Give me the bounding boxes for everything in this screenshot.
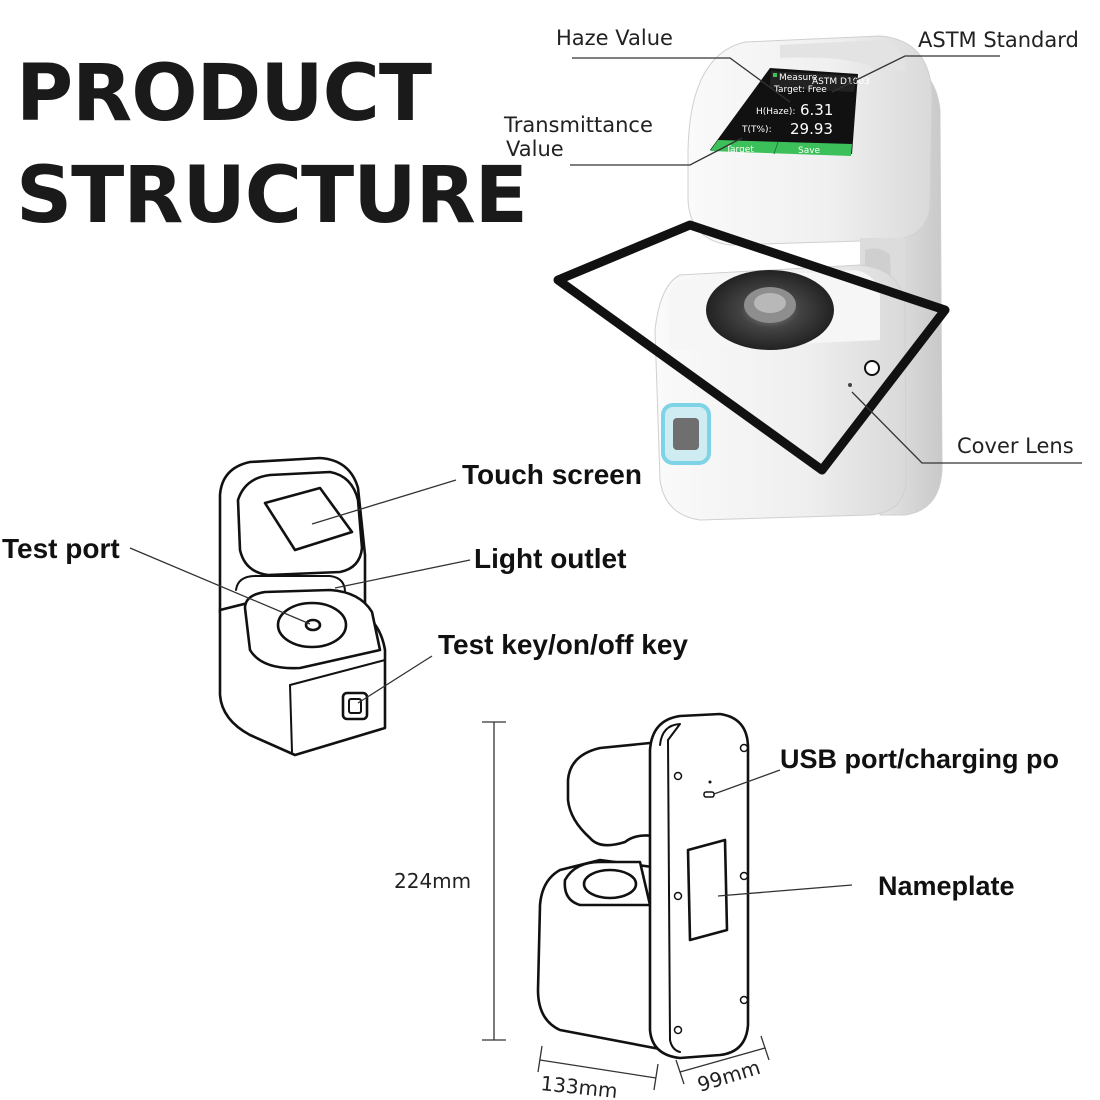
front-view-screen — [263, 486, 354, 552]
label-touch-screen: Touch screen — [462, 459, 642, 490]
screen-button-divider — [773, 141, 779, 155]
front-view-front-edge — [289, 684, 293, 753]
device-top-ridge — [780, 40, 906, 72]
back-view-lens — [582, 868, 638, 900]
label-haze-value: Haze Value — [556, 26, 673, 50]
depth-dimension-left — [675, 1059, 685, 1085]
front-view-drawing — [129, 456, 471, 757]
transmittance-leader — [570, 137, 743, 166]
test-port-leader — [129, 547, 311, 625]
back-view-screw-2 — [673, 771, 683, 781]
cover-lens-hole — [864, 360, 880, 376]
screen-header-right: ASTM D1003 — [812, 77, 870, 87]
cover-lens-frame — [553, 220, 950, 475]
screen-haze-label: H(Haze): — [756, 107, 795, 117]
front-view-top-edge — [289, 659, 386, 686]
dimension-height: 224mm — [394, 869, 471, 893]
label-nameplate: Nameplate — [878, 871, 1015, 901]
depth-dimension-line — [679, 1047, 766, 1073]
light-outlet-leader — [334, 559, 471, 589]
back-view-usb-led — [708, 780, 712, 784]
usb-port-leader — [713, 769, 781, 795]
label-test-port: Test port — [2, 533, 120, 564]
title-line-2: STRUCTURE — [16, 151, 527, 241]
label-light-outlet: Light outlet — [474, 543, 626, 574]
back-view-screw-5 — [739, 995, 749, 1005]
front-view-key — [341, 691, 369, 721]
back-view-plate-edge — [659, 723, 681, 1053]
label-usb-port: USB port/charging po — [780, 744, 1059, 774]
screen-button-target[interactable]: Target — [725, 145, 754, 155]
width-dimension-right — [653, 1063, 659, 1091]
touch-screen-leader — [311, 479, 457, 525]
screen-trans-label: T(T%): — [741, 125, 772, 135]
test-key-leader — [357, 655, 433, 704]
haze-value-leader — [572, 57, 791, 103]
label-transmittance-line2: Value — [506, 137, 564, 161]
astm-standard-leader — [831, 55, 1000, 93]
width-dimension-line — [539, 1059, 657, 1079]
back-view-drawing — [482, 712, 853, 1091]
title-line-1: PRODUCT — [16, 49, 432, 139]
screen-status-dot — [773, 73, 777, 77]
width-dimension-left — [537, 1045, 543, 1073]
back-view-screw-3 — [739, 871, 749, 881]
depth-dimension-right — [760, 1035, 770, 1061]
screen-header-left: Measure — [779, 73, 818, 83]
cover-lens-dot — [848, 383, 852, 387]
back-view-nameplate — [686, 838, 729, 942]
screen-button-bar — [710, 140, 852, 156]
device-photo: Measure ASTM D1003 Target: Free H(Haze):… — [553, 35, 1082, 521]
front-view-lens-center — [304, 618, 322, 632]
back-view-screw-6 — [673, 1025, 683, 1035]
dimension-depth: 99mm — [694, 1055, 763, 1097]
screen-trans-value: 29.93 — [790, 120, 833, 138]
screen-button-save[interactable]: Save — [798, 146, 821, 156]
screen-header-sub: Target: Free — [773, 85, 827, 95]
front-view-key-inner — [348, 698, 362, 714]
screen-header-bar — [770, 71, 856, 92]
label-transmittance-line1: Transmittance — [503, 113, 653, 137]
label-test-key: Test key/on/off key — [438, 629, 688, 660]
label-astm-standard: ASTM Standard — [918, 28, 1079, 52]
device-lens-core — [754, 293, 786, 313]
dimension-width: 133mm — [539, 1071, 618, 1100]
back-view-upper-arm — [566, 740, 672, 847]
device-screen: Measure ASTM D1003 Target: Free H(Haze):… — [710, 68, 870, 156]
screen-haze-value: 6.31 — [800, 101, 833, 119]
label-cover-lens: Cover Lens — [957, 434, 1074, 458]
back-view-usb-port — [703, 791, 715, 798]
back-view-screw-4 — [673, 891, 683, 901]
test-key-button — [673, 418, 699, 450]
back-view-screw-1 — [739, 743, 749, 753]
nameplate-leader — [717, 884, 853, 897]
cover-lens-leader — [851, 391, 1082, 464]
